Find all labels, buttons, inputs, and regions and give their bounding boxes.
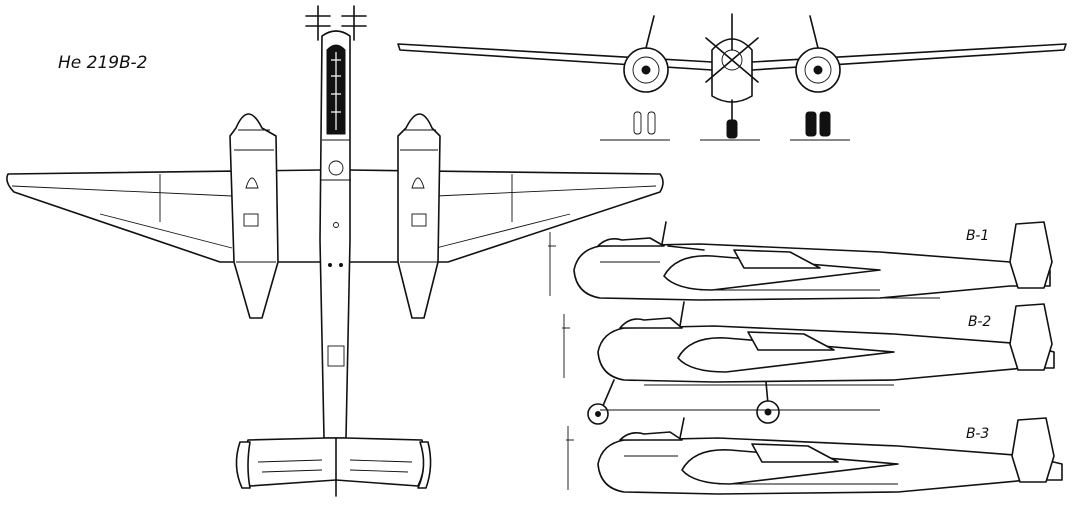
plan-left-nacelle [229, 113, 279, 319]
plan-fuselage-vent [333, 222, 339, 228]
side-canopy [619, 317, 683, 329]
plan-left-fin [235, 441, 251, 489]
side-panel-lines [600, 261, 940, 299]
side-panel-lines [624, 455, 898, 485]
front-right-spinner [813, 65, 823, 75]
plan-nacelle-exhaust [245, 177, 259, 189]
side-tail-fin [1009, 221, 1053, 289]
side-engine-nacelle [677, 337, 895, 373]
plan-wing-spar-line [11, 185, 233, 197]
plan-nacelle-hatch [411, 213, 427, 227]
side-tail-fin [1011, 417, 1055, 483]
plan-wing-spar-line [435, 185, 657, 197]
plan-view [6, 5, 664, 497]
side-canopy [597, 237, 665, 247]
side-view-label: B-2 [968, 314, 991, 330]
side-engine-nacelle [663, 255, 881, 291]
front-radar-antennas [705, 13, 759, 83]
plan-nacelle-detail [234, 129, 276, 263]
side-antenna-mast [679, 417, 685, 439]
front-retracted-wheel [633, 111, 642, 135]
plan-nacelle-detail [400, 129, 438, 263]
plan-flap-line [435, 213, 571, 249]
front-retracted-wheel [647, 111, 656, 135]
side-view-b1: B-1 [548, 221, 1053, 301]
front-left-spinner-ring [632, 56, 660, 84]
side-tail-fin [1009, 303, 1053, 371]
side-canopy [619, 431, 683, 441]
front-main-wheel [819, 111, 831, 137]
side-view-b3: B-3 [566, 417, 1063, 495]
side-nose-wheel-hub [595, 411, 601, 417]
plan-fuselage-hatch [328, 160, 344, 176]
plan-radar-antenna [341, 5, 367, 41]
side-antenna-mast [679, 301, 685, 327]
side-exhaust-fairing [733, 249, 821, 269]
drawing-title: He 219B-2 [58, 53, 147, 73]
side-antenna-mast [661, 221, 705, 251]
side-main-wheel-hub [764, 408, 772, 416]
front-right-spinner-ring [804, 56, 832, 84]
plan-fuselage-hatch [327, 345, 345, 367]
plan-fuselage-rivet [339, 263, 343, 267]
side-exhaust-fairing [751, 443, 839, 463]
plan-right-fin [417, 441, 432, 489]
front-tail-fins [645, 15, 819, 49]
side-engine-nacelle [681, 449, 899, 485]
front-left-spinner [641, 65, 651, 75]
plan-flap-line [99, 213, 233, 249]
side-view-b2: B-2 [562, 301, 1055, 425]
front-main-wheel [805, 111, 817, 137]
front-fuselage [711, 38, 753, 103]
side-view-label: B-1 [966, 228, 989, 244]
front-nose-wheel [726, 119, 738, 139]
plan-nacelle-hatch [243, 213, 259, 227]
plan-nacelle-exhaust [411, 177, 425, 189]
side-landing-gear-legs [601, 379, 769, 409]
plan-radar-antenna [305, 5, 331, 41]
plan-canopy-frames [331, 52, 341, 130]
plan-elevator-lines [257, 459, 413, 473]
front-view [397, 13, 1067, 141]
plan-fuselage-rivet [328, 263, 332, 267]
side-exhaust-fairing [747, 331, 835, 351]
side-view-label: B-3 [966, 426, 989, 442]
plan-right-nacelle [397, 113, 441, 319]
